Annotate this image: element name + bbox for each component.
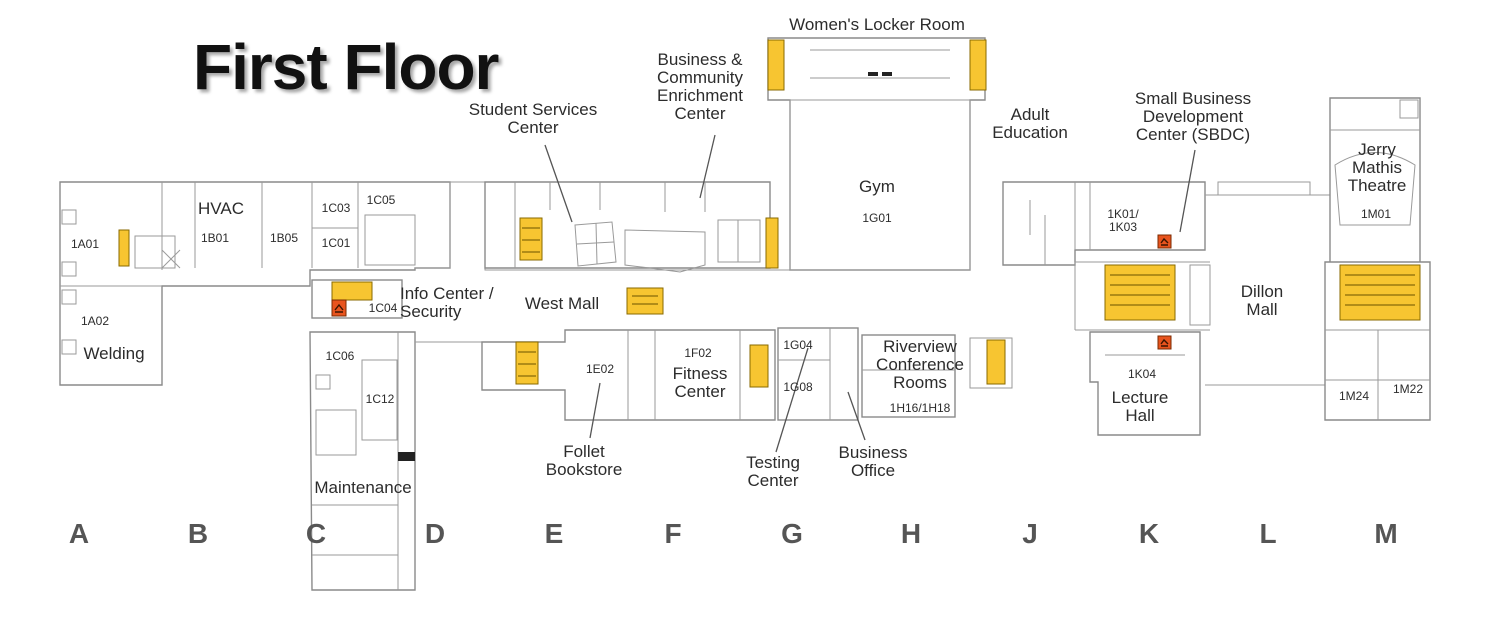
room-1G01: 1G01	[862, 211, 892, 225]
room-1A02: 1A02	[80, 314, 110, 328]
room-1B01: 1B01	[200, 231, 230, 245]
stairs-icon	[515, 341, 539, 385]
student-services-label: Student Services Center	[468, 100, 598, 137]
column-label-k: K	[1138, 518, 1160, 549]
room-1K01-1K03: 1K01/ 1K03	[1107, 207, 1139, 234]
column-label-d: D	[424, 518, 446, 549]
business-community-label: Business & Community Enrichment Center	[657, 50, 743, 123]
room-1M01: 1M01	[1360, 207, 1392, 221]
fitness-center-label: Fitness Center	[672, 364, 728, 401]
stairs-icon	[765, 217, 779, 269]
elevators-group	[331, 234, 1172, 350]
womens-locker-room-label: Women's Locker Room	[789, 15, 965, 34]
maintenance-label: Maintenance	[314, 478, 412, 497]
column-label-b: B	[187, 518, 209, 549]
dillon-mall-label: Dillon Mall	[1240, 282, 1284, 319]
stairs-icon	[1339, 264, 1421, 321]
elevator-icon	[1157, 234, 1172, 249]
page-title: First Floor	[193, 31, 499, 103]
info-center-label: Info Center / Security	[400, 284, 494, 321]
stairs-icon	[767, 39, 785, 91]
riverview-label: Riverview Conference Rooms	[876, 337, 964, 392]
column-label-l: L	[1259, 518, 1277, 549]
lecture-hall-label: Lecture Hall	[1111, 388, 1169, 425]
welding-label: Welding	[83, 344, 145, 363]
room-1C03: 1C03	[321, 201, 351, 215]
stairs-group	[118, 39, 1421, 388]
column-label-c: C	[305, 518, 327, 549]
column-label-g: G	[781, 518, 803, 549]
stairs-icon	[749, 344, 769, 388]
elevator-icon	[1157, 335, 1172, 350]
room-1F02: 1F02	[684, 346, 712, 360]
room-1M22: 1M22	[1392, 382, 1424, 396]
testing-center-label: Testing Center	[746, 453, 800, 490]
stairs-icon	[519, 217, 543, 261]
hvac-label: HVAC	[198, 199, 244, 218]
room-1B05: 1B05	[269, 231, 299, 245]
column-label-f: F	[664, 518, 682, 549]
follet-bookstore-label: Follet Bookstore	[545, 442, 623, 479]
room-1C12: 1C12	[365, 392, 395, 406]
room-1C04: 1C04	[368, 301, 398, 315]
sbdc-label: Small Business Development Center (SBDC)	[1134, 89, 1252, 144]
room-1C05: 1C05	[366, 193, 396, 207]
column-label-h: H	[900, 518, 922, 549]
stairs-icon	[331, 281, 373, 301]
column-label-j: J	[1022, 518, 1038, 549]
room-1G04: 1G04	[783, 338, 813, 352]
building-walls	[59, 37, 1431, 591]
room-1G08: 1G08	[783, 380, 813, 394]
column-label-e: E	[544, 518, 564, 549]
room-1C06: 1C06	[325, 349, 355, 363]
room-1A01: 1A01	[70, 237, 100, 251]
room-1E02: 1E02	[585, 362, 615, 376]
column-label-m: M	[1374, 518, 1398, 549]
room-1H16-1H18: 1H16/1H18	[889, 401, 951, 415]
business-office-label: Business Office	[838, 443, 908, 480]
gym-label: Gym	[859, 177, 895, 196]
column-label-a: A	[68, 518, 90, 549]
stairs-icon	[969, 39, 987, 91]
room-1M24: 1M24	[1338, 389, 1370, 403]
room-1C01: 1C01	[321, 236, 351, 250]
stairs-icon	[118, 229, 130, 267]
stairs-icon	[986, 339, 1006, 385]
west-mall-label: West Mall	[524, 294, 600, 313]
stairs-icon	[1104, 264, 1176, 321]
adult-education-label: Adult Education	[992, 105, 1068, 142]
theatre-label: Jerry Mathis Theatre	[1347, 140, 1407, 195]
elevator-icon	[331, 299, 347, 317]
leader-lines	[544, 134, 1196, 453]
room-1K04: 1K04	[1127, 367, 1157, 381]
stairs-icon	[626, 287, 664, 315]
